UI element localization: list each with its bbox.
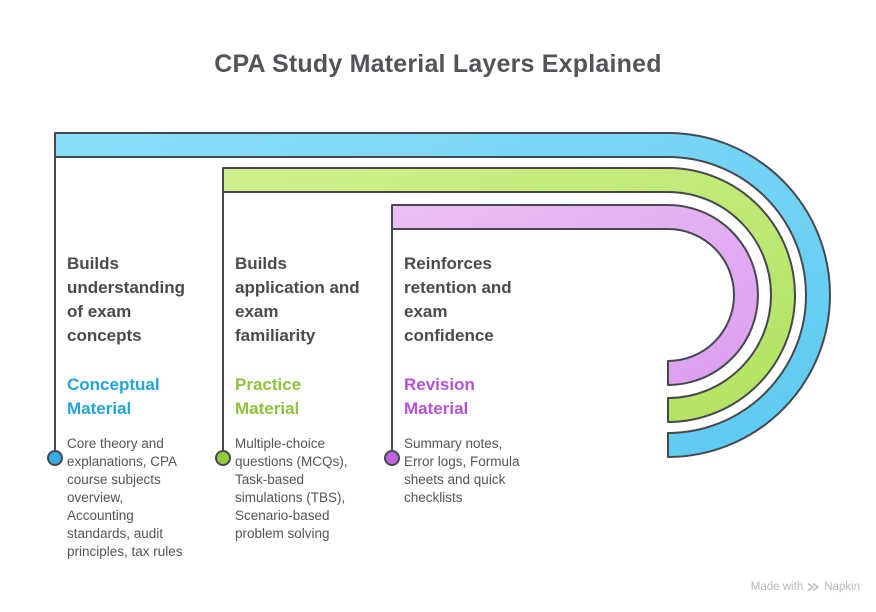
revision-label: Revision Material <box>404 375 475 418</box>
page-title: CPA Study Material Layers Explained <box>214 50 662 78</box>
conceptual-label: Conceptual Material <box>67 375 160 418</box>
conceptual-heading: Builds understanding of exam concepts <box>67 254 186 345</box>
revision-layer-band <box>391 204 759 386</box>
made-with-text: Made with <box>750 581 804 593</box>
revision-body-text: Summary notes, Error logs, Formula sheet… <box>404 436 520 505</box>
footer-credit: Made with Napkin <box>751 581 860 593</box>
conceptual-bullet-dot <box>47 450 63 466</box>
conceptual-layer-band <box>54 132 831 458</box>
napkin-logo-icon <box>807 583 819 591</box>
practice-heading: Builds application and exam familiarity <box>235 254 360 345</box>
conceptual-body-text: Core theory and explanations, CPA course… <box>67 436 183 559</box>
practice-label: Practice Material <box>235 375 302 418</box>
revision-heading: Reinforces retention and exam confidence <box>404 254 512 345</box>
practice-bullet-dot <box>215 450 231 466</box>
practice-body-text: Multiple-choice questions (MCQs), Task-b… <box>235 436 348 541</box>
practice-layer-band <box>222 167 796 423</box>
brand-text: Napkin <box>824 581 860 593</box>
revision-bullet-dot <box>384 450 400 466</box>
